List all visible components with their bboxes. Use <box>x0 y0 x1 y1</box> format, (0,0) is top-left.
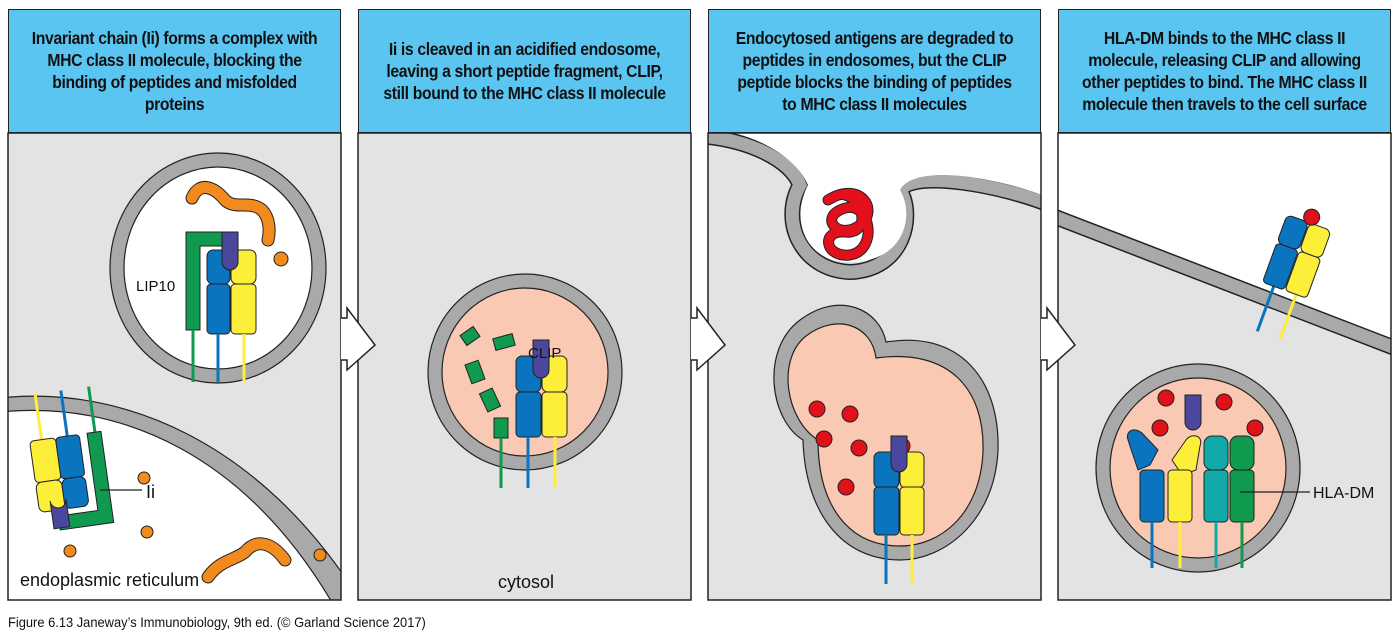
peptides <box>1151 389 1264 437</box>
label-hla-dm: HLA-DM <box>1313 485 1374 502</box>
mhc-ii-with-clip <box>515 339 568 488</box>
step-arrow-icon <box>341 305 377 372</box>
released-clip <box>1184 394 1202 431</box>
panel-3-body <box>707 132 1042 601</box>
endocytosed-antigen <box>822 187 874 261</box>
panel-2-header: Ii is cleaved in an acidified endosome, … <box>358 9 691 133</box>
label-lip10: LIP10 <box>136 278 175 295</box>
panel-1-header: Invariant chain (Ii) forms a complex wit… <box>8 9 341 133</box>
misfolded-protein <box>273 251 289 267</box>
step-arrow-icon <box>691 305 727 372</box>
panel-1-body: LIP10 Ii endoplasmic reticulum <box>7 132 342 601</box>
panel-3-caption: Endocytosed antigens are degraded to pep… <box>735 28 1014 114</box>
label-er: endoplasmic reticulum <box>20 570 199 590</box>
clip-peptide <box>532 339 550 379</box>
figure-caption: Figure 6.13 Janeway’s Immunobiology, 9th… <box>8 614 426 630</box>
panel-2-body: CLIP cytosol <box>357 132 692 601</box>
label-ii: Ii <box>146 482 155 502</box>
panel-4-caption: HLA-DM binds to the MHC class II molecul… <box>1082 28 1367 114</box>
step-arrow-icon <box>1041 305 1077 372</box>
endosome-lumen <box>787 323 984 547</box>
panel-1-caption: Invariant chain (Ii) forms a complex wit… <box>31 28 318 114</box>
label-cytosol: cytosol <box>498 572 554 592</box>
panel-2-caption: Ii is cleaved in an acidified endosome, … <box>383 39 666 103</box>
mhc-ii-binding-hla-dm <box>1126 429 1255 568</box>
mhc-ii-with-invariant-chain-in-er <box>29 386 115 531</box>
mhc-ii-with-clip <box>873 435 925 584</box>
panel-4-header: HLA-DM binds to the MHC class II molecul… <box>1058 9 1391 133</box>
panel-4-body: HLA-DM <box>1057 132 1392 601</box>
mhc-ii-with-invariant-chain <box>185 231 257 382</box>
panel-3-header: Endocytosed antigens are degraded to pep… <box>708 9 1041 133</box>
label-clip: CLIP <box>528 345 561 362</box>
invariant-chain-fragments <box>459 325 516 439</box>
mhc-ii-peptide-at-surface <box>1255 208 1331 341</box>
